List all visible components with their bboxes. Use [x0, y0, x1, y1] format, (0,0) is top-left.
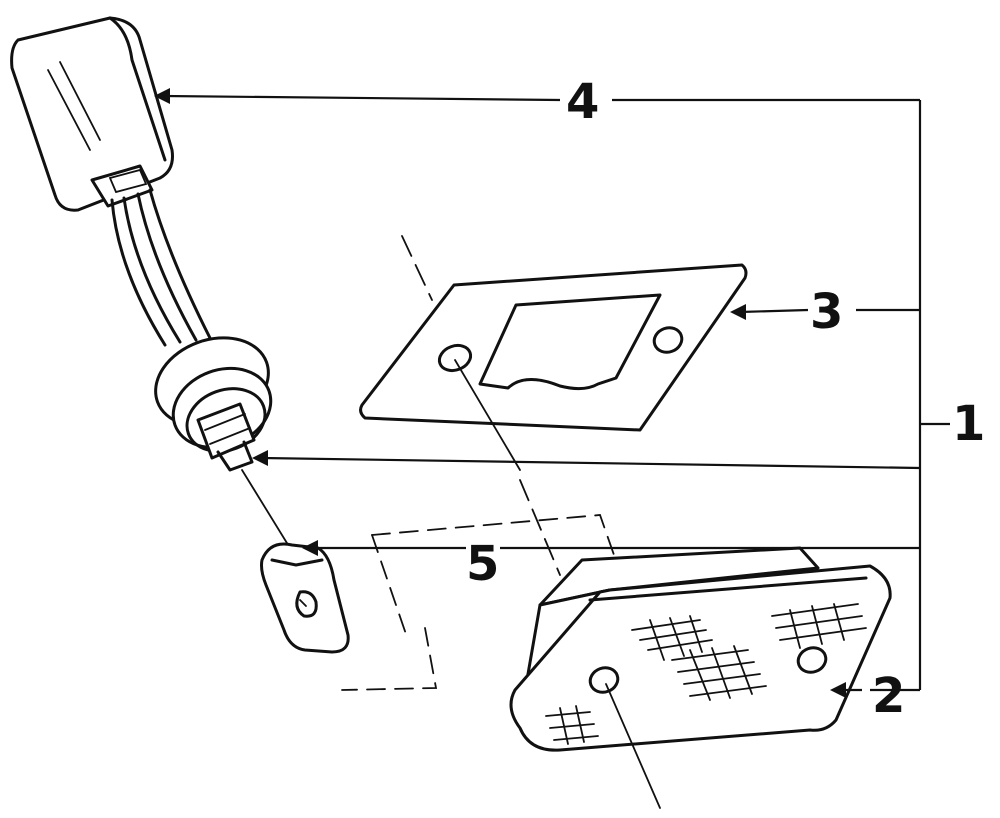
- callout-3: 3: [810, 284, 843, 340]
- callout-2: 2: [872, 668, 905, 724]
- bulb-socket: [154, 336, 273, 472]
- bulb-part: [241, 469, 350, 654]
- wire-harness: [110, 188, 212, 347]
- callout-1: 1: [952, 396, 985, 452]
- gasket-part: [359, 235, 748, 576]
- callout-5: 5: [466, 536, 499, 592]
- leader-lines: [154, 88, 950, 698]
- callout-4: 4: [566, 74, 599, 130]
- ghost-outline: [341, 514, 615, 691]
- lamp-housing-part: [509, 546, 892, 809]
- connector-plug-part: [10, 16, 174, 212]
- lens-texture: [545, 603, 867, 745]
